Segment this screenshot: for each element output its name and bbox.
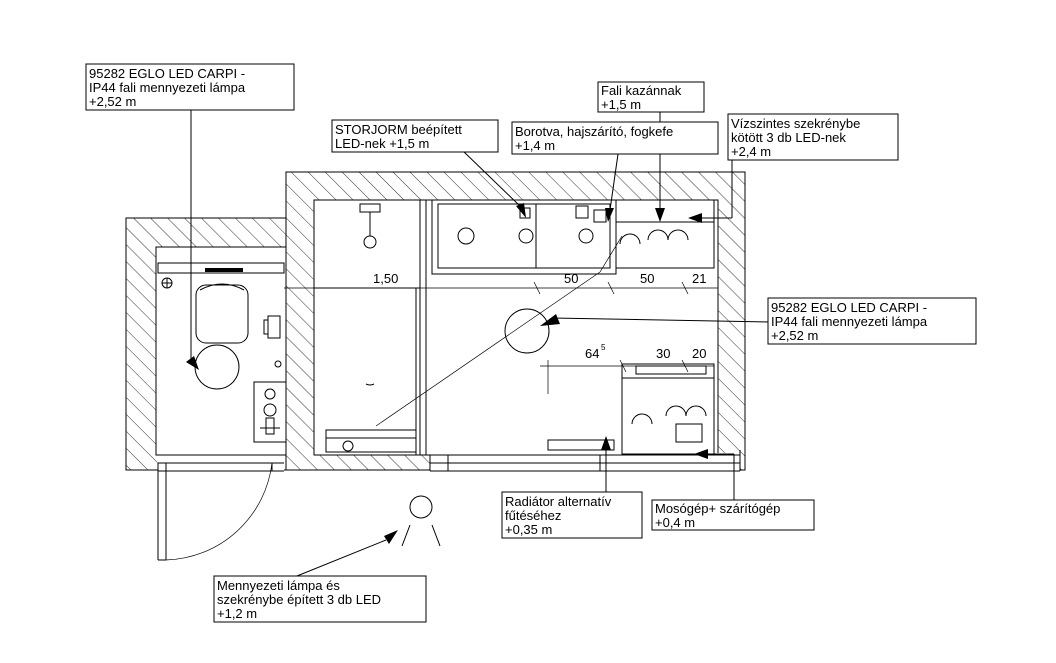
callout-line: +1,2 m: [217, 606, 257, 621]
callout-line: IP44 fali mennyezeti lámpa: [771, 314, 928, 329]
callout-line: 95282 EGLO LED CARPI -: [89, 66, 245, 81]
callout-lamp-bath: 95282 EGLO LED CARPI - IP44 fali mennyez…: [767, 297, 977, 345]
horizontal-cabinet: [615, 199, 715, 269]
callout-line: Vízszintes szekrénybe: [731, 116, 860, 131]
callout-line: Mennyezeti lámpa és: [217, 578, 340, 593]
walls: [125, 171, 746, 471]
toilet-ceiling-lamp: [194, 344, 240, 390]
dimension-lines: [284, 281, 718, 394]
callout-vizszintes: Vízszintes szekrénybe kötött 3 db LED-ne…: [727, 113, 899, 161]
callout-line: +1,4 m: [515, 138, 555, 153]
shower: [314, 200, 427, 455]
callout-line: +2,52 m: [771, 328, 818, 343]
callout-line: +0,4 m: [655, 515, 695, 530]
callout-line: Mosógép+ szárítógép: [655, 501, 780, 516]
callout-line: 95282 EGLO LED CARPI -: [771, 300, 927, 315]
washer-dryer: [621, 363, 715, 455]
callout-line: +2,52 m: [89, 94, 136, 109]
dim-50a: 50: [564, 271, 578, 286]
dim-30: 30: [656, 346, 670, 361]
callout-line: fűtéséhez: [505, 508, 561, 523]
callout-lamp-toilet: 95282 EGLO LED CARPI - IP44 fali mennyez…: [85, 63, 295, 111]
leader-lines: [186, 110, 771, 579]
window: [429, 450, 741, 472]
toilet-fixtures: [157, 262, 287, 443]
dim-150: 1,50: [373, 271, 398, 286]
callout-radiator: Radiátor alternatív fűtéséhez +0,35 m: [501, 491, 643, 539]
callout-borotva: Borotva, hajszárító, fogkefe +1,4 m: [511, 121, 719, 155]
callout-line: LED-nek +1,5 m: [335, 136, 429, 151]
callout-mosogep: Mosógép+ szárítógép +0,4 m: [651, 499, 815, 531]
dim-64: 64: [585, 346, 599, 361]
callout-line: Radiátor alternatív: [505, 494, 612, 509]
dim-50b: 50: [640, 271, 654, 286]
radiator: [547, 439, 615, 451]
callout-line: +1,5 m: [601, 97, 641, 112]
dim-20: 20: [692, 346, 706, 361]
callout-storjorm: STORJORM beépített LED-nek +1,5 m: [331, 119, 499, 153]
bath-ceiling-lamp: [504, 308, 550, 354]
callout-line: kötött 3 db LED-nek: [731, 130, 846, 145]
dim-21: 21: [692, 271, 706, 286]
callout-line: szekrénybe épített 3 db LED: [217, 592, 381, 607]
callout-kazan: Fali kazánnak +1,5 m: [597, 81, 705, 113]
callout-line: Borotva, hajszárító, fogkefe: [515, 124, 673, 139]
toilet-room-wall: [125, 217, 287, 471]
toilet-door: [157, 453, 284, 561]
dim-64-sup: 5: [601, 343, 606, 352]
callout-mennyezeti: Mennyezeti lámpa és szekrénybe épített 3…: [213, 575, 427, 623]
callout-line: +2,4 m: [731, 144, 771, 159]
person-symbol: [401, 495, 441, 547]
callout-line: +0,35 m: [505, 522, 552, 537]
callout-line: Fali kazánnak: [601, 83, 682, 98]
callout-line: IP44 fali mennyezeti lámpa: [89, 80, 246, 95]
callout-line: STORJORM beépített: [335, 122, 462, 137]
